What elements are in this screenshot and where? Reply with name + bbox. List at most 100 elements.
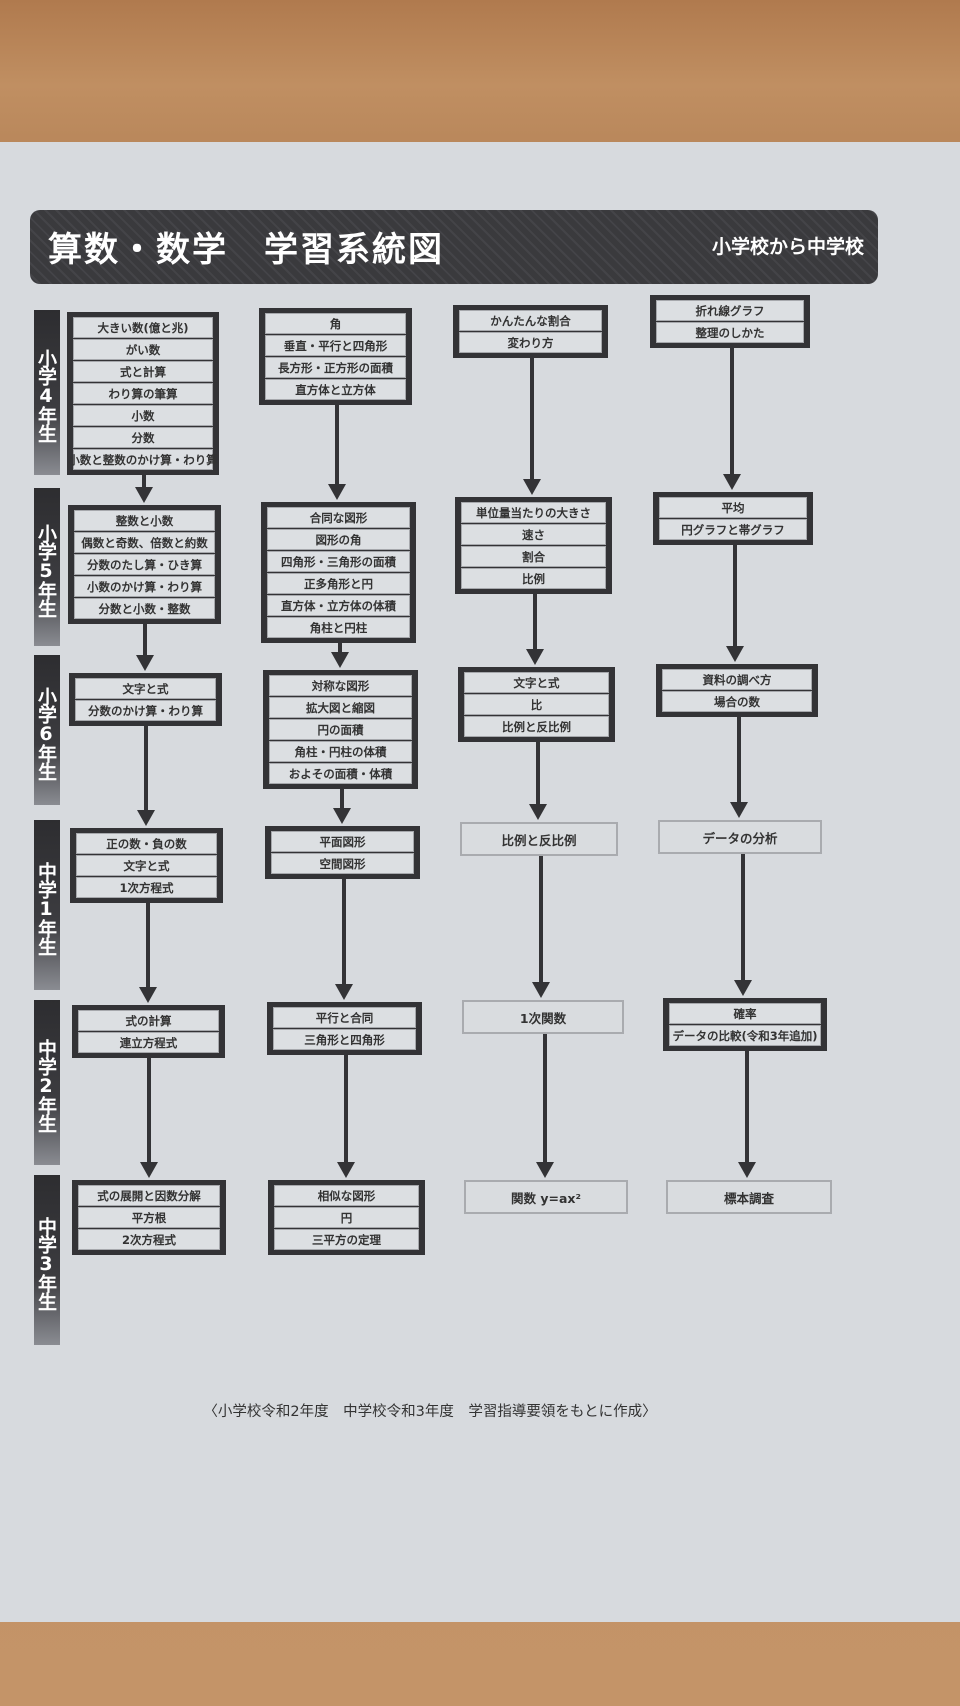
arrow-down-icon	[136, 655, 154, 671]
topic-item: 小数と整数のかけ算・わり算	[68, 449, 218, 470]
topic-item: 1次方程式	[76, 877, 217, 898]
topic-item: データの比較(令和3年追加)	[669, 1025, 821, 1046]
topic-item: 資料の調べ方	[662, 669, 812, 690]
topic-item: 四角形・三角形の面積	[267, 551, 410, 572]
topic-item: 長方形・正方形の面積	[265, 357, 406, 378]
arrow-down-icon	[140, 1162, 158, 1178]
topic-item: 文字と式	[464, 672, 609, 693]
grade-label: 中学3年生	[34, 1175, 60, 1345]
arrow-down-icon	[738, 1162, 756, 1178]
arrow-down-icon	[331, 652, 349, 668]
topic-item: 確率	[669, 1003, 821, 1024]
topic-item: 式の計算	[78, 1010, 219, 1031]
topic-item: 平均	[659, 497, 807, 518]
topic-box: データの分析	[658, 820, 822, 854]
topic-item: 空間図形	[271, 853, 414, 874]
grade-label: 小学4年生	[34, 310, 60, 475]
arrow-down-icon	[734, 980, 752, 996]
topic-box: 資料の調べ方場合の数	[656, 664, 818, 717]
grade-label: 中学1年生	[34, 820, 60, 990]
grade-label: 小学6年生	[34, 655, 60, 805]
topic-item: 式の展開と因数分解	[78, 1185, 220, 1206]
arrow-down-icon	[137, 810, 155, 826]
arrow-down-icon	[139, 987, 157, 1003]
header-banner: 算数・数学 学習系統図 小学校から中学校	[30, 210, 878, 284]
arrow-down-icon	[523, 479, 541, 495]
arrow-down-icon	[532, 982, 550, 998]
topic-item: 標本調査	[723, 1190, 774, 1206]
topic-item: 大きい数(億と兆)	[73, 317, 213, 338]
topic-item: 偶数と奇数、倍数と約数	[74, 532, 215, 553]
arrow-down-icon	[333, 808, 351, 824]
topic-item: 平方根	[78, 1207, 220, 1228]
flow-arrow-line	[737, 717, 741, 804]
flow-arrow-line	[730, 348, 734, 476]
topic-item: 2次方程式	[78, 1229, 220, 1250]
topic-box: 平面図形空間図形	[265, 826, 420, 879]
flow-arrow-line	[543, 1034, 547, 1164]
topic-item: 分数と小数・整数	[74, 598, 215, 619]
arrow-down-icon	[335, 984, 353, 1000]
topic-item: 拡大図と縮図	[269, 697, 412, 718]
flow-arrow-line	[335, 405, 339, 486]
topic-box: 対称な図形拡大図と縮図円の面積角柱・円柱の体積およその面積・体積	[263, 670, 418, 789]
arrow-down-icon	[328, 484, 346, 500]
topic-box: 確率データの比較(令和3年追加)	[663, 998, 827, 1051]
topic-item: 対称な図形	[269, 675, 412, 696]
topic-item: 分数	[73, 427, 213, 448]
topic-box: 比例と反比例	[460, 822, 618, 856]
topic-item: 平行と合同	[273, 1007, 416, 1028]
topic-box: 角垂直・平行と四角形長方形・正方形の面積直方体と立方体	[259, 308, 412, 405]
topic-item: 正の数・負の数	[76, 833, 217, 854]
topic-item: データの分析	[702, 830, 778, 846]
topic-item: 変わり方	[459, 332, 602, 353]
topic-item: 分数のたし算・ひき算	[74, 554, 215, 575]
topic-item: 整数と小数	[74, 510, 215, 531]
flow-arrow-line	[143, 624, 147, 657]
topic-item: 小数のかけ算・わり算	[74, 576, 215, 597]
topic-box: 標本調査	[666, 1180, 832, 1214]
topic-item: 図形の角	[267, 529, 410, 550]
topic-item: 角柱・円柱の体積	[269, 741, 412, 762]
topic-box: 1次関数	[462, 1000, 624, 1034]
topic-item: 場合の数	[662, 691, 812, 712]
flow-arrow-line	[536, 742, 540, 806]
footer-note: 〈小学校令和2年度 中学校令和3年度 学習指導要領をもとに作成〉	[203, 1404, 657, 1420]
flow-arrow-line	[142, 475, 146, 489]
page-subtitle: 小学校から中学校	[711, 236, 864, 258]
topic-item: 直方体と立方体	[265, 379, 406, 400]
topic-item: 小数	[73, 405, 213, 426]
page-title: 算数・数学 学習系統図	[48, 230, 444, 270]
topic-item: がい数	[73, 339, 213, 360]
topic-item: 単位量当たりの大きさ	[461, 502, 606, 523]
topic-item: 比例と反比例	[464, 716, 609, 737]
flow-arrow-line	[533, 594, 537, 651]
arrow-down-icon	[536, 1162, 554, 1178]
topic-item: 関数 y=ax²	[511, 1190, 581, 1206]
topic-item: 比例と反比例	[501, 832, 577, 848]
topic-box: 整数と小数偶数と奇数、倍数と約数分数のたし算・ひき算小数のかけ算・わり算分数と小…	[68, 505, 221, 624]
flow-arrow-line	[146, 903, 150, 989]
topic-box: 相似な図形円三平方の定理	[268, 1180, 425, 1255]
topic-item: 三角形と四角形	[273, 1029, 416, 1050]
topic-item: 比	[464, 694, 609, 715]
flow-arrow-line	[342, 879, 346, 986]
topic-box: 折れ線グラフ整理のしかた	[650, 295, 810, 348]
grade-label: 小学5年生	[34, 488, 60, 646]
topic-item: 正多角形と円	[267, 573, 410, 594]
topic-item: 速さ	[461, 524, 606, 545]
arrow-down-icon	[526, 649, 544, 665]
topic-box: 平均円グラフと帯グラフ	[653, 492, 813, 545]
flow-arrow-line	[530, 358, 534, 481]
topic-item: 1次関数	[519, 1010, 567, 1026]
topic-box: 単位量当たりの大きさ速さ割合比例	[455, 497, 612, 594]
arrow-down-icon	[723, 474, 741, 490]
topic-box: 文字と式比比例と反比例	[458, 667, 615, 742]
topic-box: 文字と式分数のかけ算・わり算	[69, 673, 222, 726]
topic-box: かんたんな割合変わり方	[453, 305, 608, 358]
arrow-down-icon	[337, 1162, 355, 1178]
arrow-down-icon	[726, 646, 744, 662]
topic-box: 合同な図形図形の角四角形・三角形の面積正多角形と円直方体・立方体の体積角柱と円柱	[261, 502, 416, 643]
arrow-down-icon	[529, 804, 547, 820]
